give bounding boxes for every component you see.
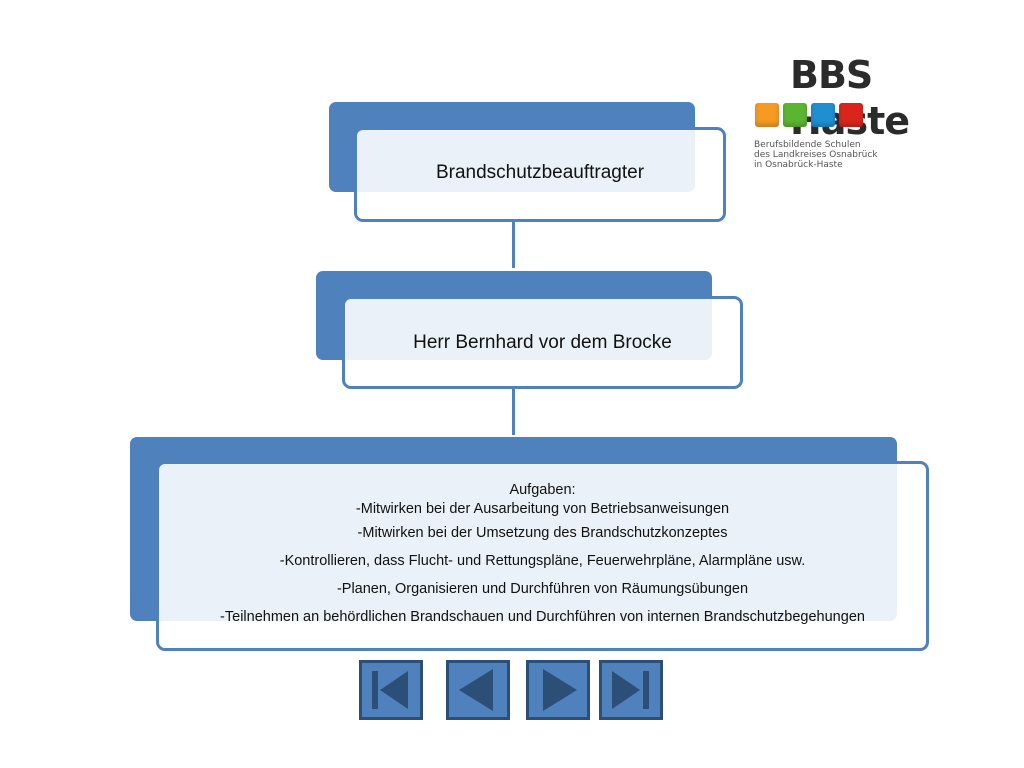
logo-square-red (839, 103, 863, 127)
level1-box: Brandschutzbeauftragter (354, 127, 726, 222)
connector-line-2 (512, 389, 515, 435)
previous-slide-button[interactable] (446, 660, 510, 720)
task-item: -Planen, Organisieren und Durchführen vo… (336, 581, 749, 597)
next-slide-icon (543, 669, 577, 711)
first-slide-icon (372, 671, 408, 709)
task-item: -Mitwirken bei der Ausarbeitung von Betr… (355, 501, 730, 517)
school-logo: BBS Haste Berufsbildende Schulen des Lan… (752, 52, 1002, 182)
logo-color-squares (755, 103, 863, 127)
first-slide-button[interactable] (359, 660, 423, 720)
logo-square-blue (811, 103, 835, 127)
tasks-list: Aufgaben: -Mitwirken bei der Ausarbeitun… (159, 482, 926, 631)
logo-subtitle-line: des Landkreises Osnabrück (754, 150, 878, 160)
role-title: Brandschutzbeauftragter (435, 162, 645, 183)
task-item: -Kontrollieren, dass Flucht- und Rettung… (279, 553, 806, 569)
last-slide-icon (612, 671, 649, 709)
previous-slide-icon (459, 669, 493, 711)
logo-subtitle-line: Berufsbildende Schulen (754, 140, 861, 150)
level2-box: Herr Bernhard vor dem Brocke (342, 296, 743, 389)
tasks-heading: Aufgaben: (509, 482, 576, 498)
person-name: Herr Bernhard vor dem Brocke (413, 332, 672, 353)
logo-subtitle-line: in Osnabrück-Haste (754, 160, 843, 170)
logo-square-green (783, 103, 807, 127)
connector-line-1 (512, 222, 515, 268)
last-slide-button[interactable] (599, 660, 663, 720)
logo-square-orange (755, 103, 779, 127)
logo-title: BBS Haste (790, 53, 910, 143)
logo-subtitle: Berufsbildende Schulen des Landkreises O… (754, 140, 878, 170)
next-slide-button[interactable] (526, 660, 590, 720)
task-item: -Teilnehmen an behördlichen Brandschauen… (220, 609, 865, 625)
task-item: -Mitwirken bei der Umsetzung des Brandsc… (357, 525, 728, 541)
tasks-box: Aufgaben: -Mitwirken bei der Ausarbeitun… (156, 461, 929, 651)
